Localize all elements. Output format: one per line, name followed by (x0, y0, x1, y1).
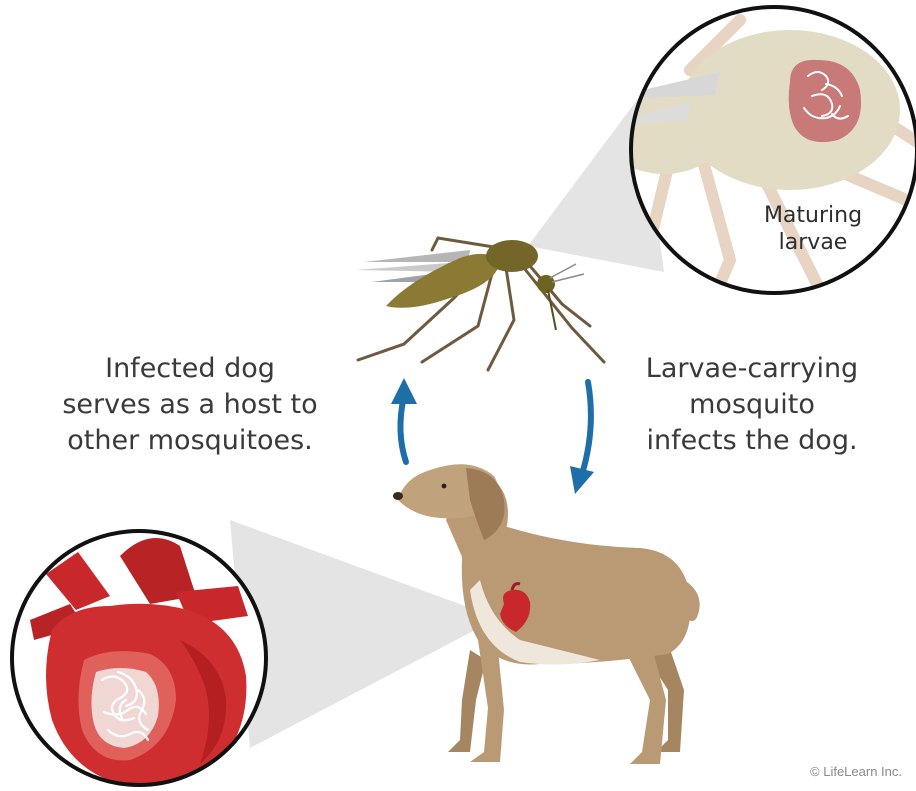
left-caption-line: other mosquitoes. (40, 423, 340, 459)
heart-zoom-cone (230, 520, 498, 748)
zoom-label-line: larvae (738, 229, 888, 256)
left-caption-line: Infected dog (40, 351, 340, 387)
right-caption-line: Larvae-carrying (602, 351, 902, 387)
maturing-larvae-label: Maturing larvae (738, 202, 888, 256)
cycle-arrow-up (391, 378, 417, 462)
right-caption-line: infects the dog. (602, 423, 902, 459)
heart-zoom-circle (12, 531, 266, 788)
zoom-label-line: Maturing (738, 202, 888, 229)
mosquito-zoom-circle (600, 7, 916, 330)
mosquito-illustration (356, 238, 604, 370)
left-caption: Infected dog serves as a host to other m… (40, 351, 340, 459)
copyright-notice: © LifeLearn Inc. (810, 764, 902, 779)
left-caption-line: serves as a host to (40, 387, 340, 423)
right-caption-line: mosquito (602, 387, 902, 423)
right-caption: Larvae-carrying mosquito infects the dog… (602, 351, 902, 459)
cycle-arrow-down (570, 382, 594, 494)
